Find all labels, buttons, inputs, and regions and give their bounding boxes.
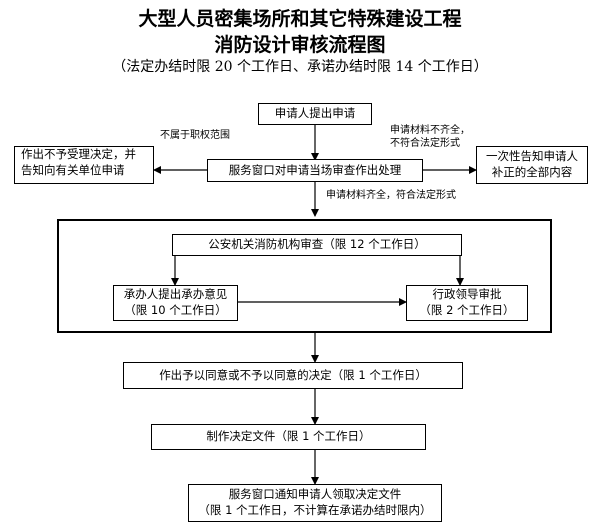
node-handler: 承办人提出承办意见 （限 10 个工作日）	[113, 285, 238, 321]
node-handler-line-2: （限 10 个工作日）	[124, 303, 227, 317]
label-incomplete-line-1: 申请材料不齐全，	[390, 125, 470, 136]
node-leader-line-2: （限 2 个工作日）	[419, 303, 515, 317]
subtitle: （法定办结时限 20 个工作日、承诺办结时限 14 个工作日）	[112, 59, 488, 75]
node-decision: 作出予以同意或不予以同意的决定（限 1 个工作日）	[123, 362, 463, 389]
node-review: 公安机关消防机构审查（限 12 个工作日）	[172, 234, 462, 256]
node-notify: 一次性告知申请人 补正的全部内容	[476, 146, 588, 184]
label-incomplete: 申请材料不齐全， 不符合法定形式	[390, 124, 470, 150]
node-leader-line-1: 行政领导审批	[432, 287, 502, 302]
node-notify-line-2: 补正的全部内容	[491, 165, 573, 179]
label-not-in-scope: 不属于职权范围	[160, 130, 230, 141]
node-notice-line-2: （限 1 个工作日，不计算在承诺办结时限内）	[198, 503, 432, 517]
review-stage-frame	[57, 219, 552, 333]
node-leader: 行政领导审批 （限 2 个工作日）	[406, 285, 528, 321]
node-reject-line-2: 告知向有关单位申请	[21, 162, 125, 177]
title-line-2: 消防设计审核流程图	[214, 34, 386, 56]
node-service-window: 服务窗口对申请当场审查作出处理	[207, 159, 423, 182]
label-incomplete-line-2: 不符合法定形式	[390, 138, 460, 149]
node-notice: 服务窗口通知申请人领取决定文件 （限 1 个工作日，不计算在承诺办结时限内）	[188, 484, 442, 522]
node-reject-line-1: 作出不予受理决定，并	[21, 147, 136, 161]
node-notice-line-1: 服务窗口通知申请人领取决定文件	[228, 487, 402, 502]
node-handler-line-1: 承办人提出承办意见	[123, 287, 228, 302]
node-reject: 作出不予受理决定，并 告知向有关单位申请	[14, 146, 154, 184]
node-document: 制作决定文件（限 1 个工作日）	[151, 424, 426, 450]
label-complete: 申请材料齐全，符合法定形式	[326, 190, 456, 201]
node-apply: 申请人提出申请	[258, 103, 372, 125]
title-line-1: 大型人员密集场所和其它特殊建设工程	[138, 8, 462, 30]
node-notify-line-1: 一次性告知申请人	[486, 149, 578, 164]
